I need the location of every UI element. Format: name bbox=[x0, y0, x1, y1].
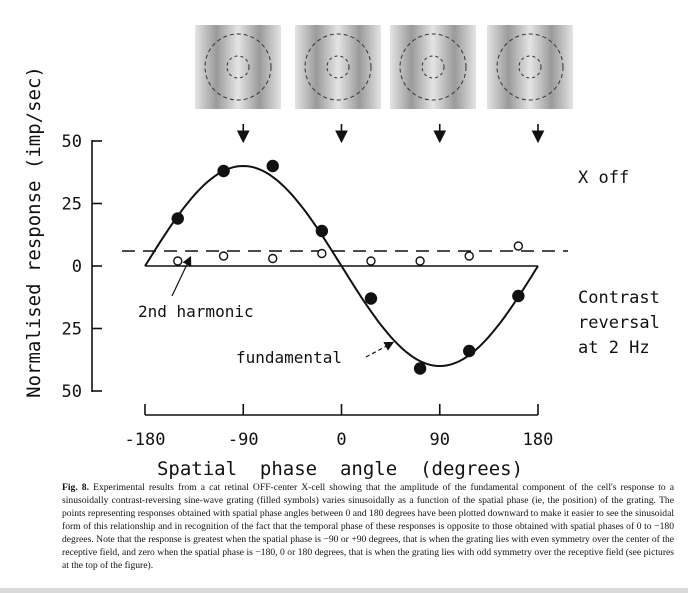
grating-picture bbox=[487, 25, 573, 109]
grating-picture bbox=[195, 25, 281, 109]
y-tick-label: 25 bbox=[62, 195, 82, 215]
y-tick-label: 0 bbox=[72, 257, 82, 277]
fundamental-point bbox=[217, 164, 230, 178]
fundamental-label: fundamental bbox=[236, 348, 342, 367]
receptive-field-center bbox=[226, 55, 250, 79]
y-tick-label: 50 bbox=[62, 132, 82, 152]
second-harmonic-point bbox=[366, 256, 376, 266]
second-harmonic-point bbox=[415, 256, 425, 266]
fundamental-point bbox=[171, 212, 184, 225]
second-harmonic-point bbox=[317, 248, 327, 259]
fundamental-point bbox=[413, 362, 427, 375]
grating-pattern bbox=[487, 25, 573, 109]
grating-pattern bbox=[295, 25, 381, 109]
grating-picture bbox=[390, 25, 476, 109]
page-bottom-rule bbox=[0, 588, 688, 593]
x-ticks: -180 -90 0 90 180 bbox=[125, 404, 554, 450]
x-tick-label: 90 bbox=[430, 430, 450, 450]
grating-pictures bbox=[195, 25, 573, 109]
grating-picture bbox=[295, 25, 381, 109]
fundamental-point bbox=[266, 159, 279, 173]
phase-arrows bbox=[236, 124, 545, 144]
fundamental-pointer bbox=[365, 341, 395, 358]
cell-type-label: X off bbox=[578, 168, 629, 188]
stimulus-label-line2: reversal bbox=[578, 313, 660, 333]
y-ticks: 50 25 0 25 50 bbox=[62, 132, 102, 402]
receptive-field-center bbox=[326, 55, 350, 79]
second-harmonic-label: 2nd harmonic bbox=[138, 302, 254, 321]
receptive-field-surround bbox=[204, 33, 272, 101]
receptive-field-surround bbox=[496, 33, 564, 101]
second-harmonic-point bbox=[173, 256, 183, 266]
fundamental-point bbox=[315, 224, 329, 238]
second-harmonic-point bbox=[218, 251, 229, 261]
stimulus-label-line1: Contrast bbox=[578, 288, 660, 308]
stimulus-label-line3: at 2 Hz bbox=[578, 338, 650, 358]
y-tick-label: 50 bbox=[62, 382, 82, 402]
second-harmonic-point bbox=[513, 241, 524, 251]
second-harmonic-point bbox=[268, 253, 278, 264]
x-tick-label: -180 bbox=[125, 430, 166, 450]
x-axis-label: Spatial phase angle (degrees) bbox=[157, 458, 523, 480]
x-tick-label: 180 bbox=[523, 430, 554, 450]
figure-caption-text: Experimental results from a cat retinal … bbox=[62, 482, 674, 571]
receptive-field-center bbox=[518, 55, 542, 79]
receptive-field-surround bbox=[304, 33, 372, 101]
fundamental-point bbox=[364, 292, 378, 305]
x-tick-label: 0 bbox=[336, 430, 346, 450]
receptive-field-center bbox=[421, 55, 445, 79]
receptive-field-surround bbox=[399, 33, 467, 101]
fundamental-point bbox=[512, 289, 525, 303]
second-harmonic-pointer bbox=[171, 255, 192, 297]
grating-pattern bbox=[390, 25, 476, 109]
fundamental-point bbox=[463, 344, 476, 358]
figure-caption-label: Fig. 8. bbox=[62, 482, 90, 493]
x-tick-label: -90 bbox=[228, 430, 259, 450]
second-harmonic-point bbox=[464, 251, 474, 261]
y-axis-label: Normalised response (imp/sec) bbox=[23, 66, 45, 398]
data-points bbox=[171, 159, 525, 375]
figure-caption: Fig. 8. Experimental results from a cat … bbox=[62, 481, 674, 572]
grating-pattern bbox=[195, 25, 281, 109]
y-tick-label: 25 bbox=[62, 320, 82, 340]
